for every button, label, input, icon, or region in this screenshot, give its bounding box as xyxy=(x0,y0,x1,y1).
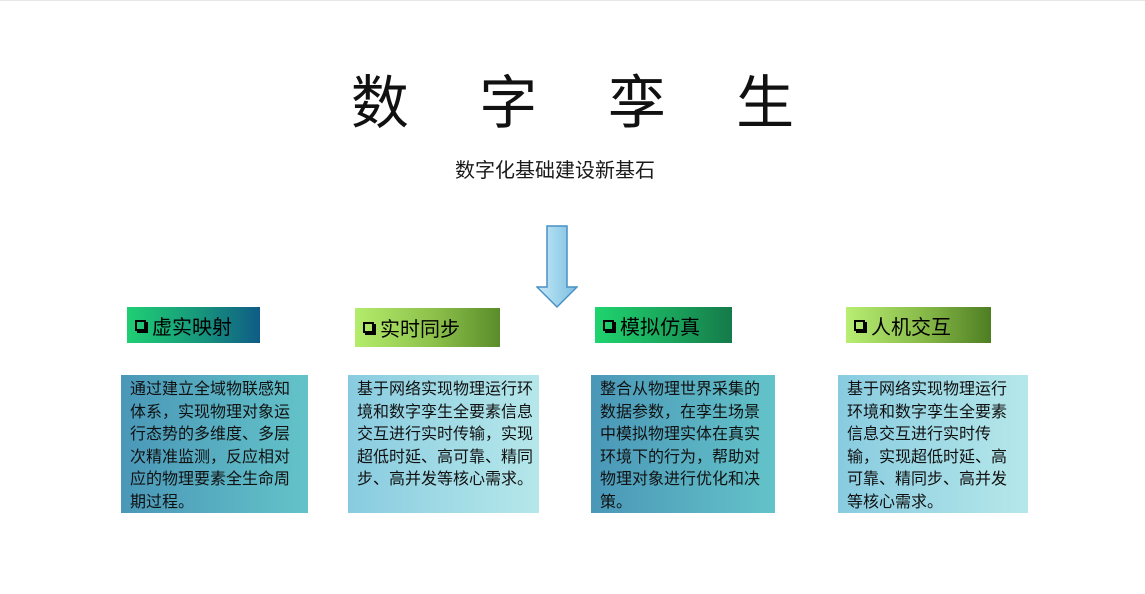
label-simulation: 模拟仿真 xyxy=(595,307,732,343)
label-real-time-sync: 实时同步 xyxy=(355,308,500,347)
label-text: 人机交互 xyxy=(871,314,951,339)
card-text: 整合从物理世界采集的数据参数，在孪生场景中模拟物理实体在真实环境下的行为，帮助对… xyxy=(600,379,761,511)
checkbox-bullet-icon xyxy=(363,322,374,333)
card-real-time-sync: 基于网络实现物理运行环境和数字孪生全要素信息交互进行实时传输，实现超低时延、高可… xyxy=(348,375,539,513)
card-text: 通过建立全域物联感知体系，实现物理对象运行态势的多维度、多层次精准监测，反应相对… xyxy=(130,379,291,511)
label-text: 虚实映射 xyxy=(152,314,232,339)
page-subtitle: 数字化基础建设新基石 xyxy=(455,158,655,182)
card-human-computer-interaction: 基于网络实现物理运行环境和数字孪生全要素信息交互进行实时传输，实现超低时延、高可… xyxy=(838,375,1028,513)
checkbox-bullet-icon xyxy=(135,319,146,331)
page-title: 数 字 孪 生 xyxy=(350,69,821,137)
checkbox-bullet-icon xyxy=(854,319,865,331)
card-text: 基于网络实现物理运行环境和数字孪生全要素信息交互进行实时传输，实现超低时延、高可… xyxy=(357,379,534,488)
label-human-computer-interaction: 人机交互 xyxy=(846,307,991,343)
down-arrow-shape xyxy=(536,225,578,309)
label-virtual-real-mapping: 虚实映射 xyxy=(127,307,260,343)
down-arrow-icon xyxy=(536,225,578,309)
checkbox-bullet-icon xyxy=(603,319,614,331)
card-virtual-real-mapping: 通过建立全域物联感知体系，实现物理对象运行态势的多维度、多层次精准监测，反应相对… xyxy=(121,375,308,513)
label-text: 实时同步 xyxy=(380,317,460,341)
label-text: 模拟仿真 xyxy=(620,314,700,339)
card-text: 基于网络实现物理运行环境和数字孪生全要素信息交互进行实时传输，实现超低时延、高可… xyxy=(847,379,1008,511)
card-simulation: 整合从物理世界采集的数据参数，在孪生场景中模拟物理实体在真实环境下的行为，帮助对… xyxy=(591,375,775,513)
